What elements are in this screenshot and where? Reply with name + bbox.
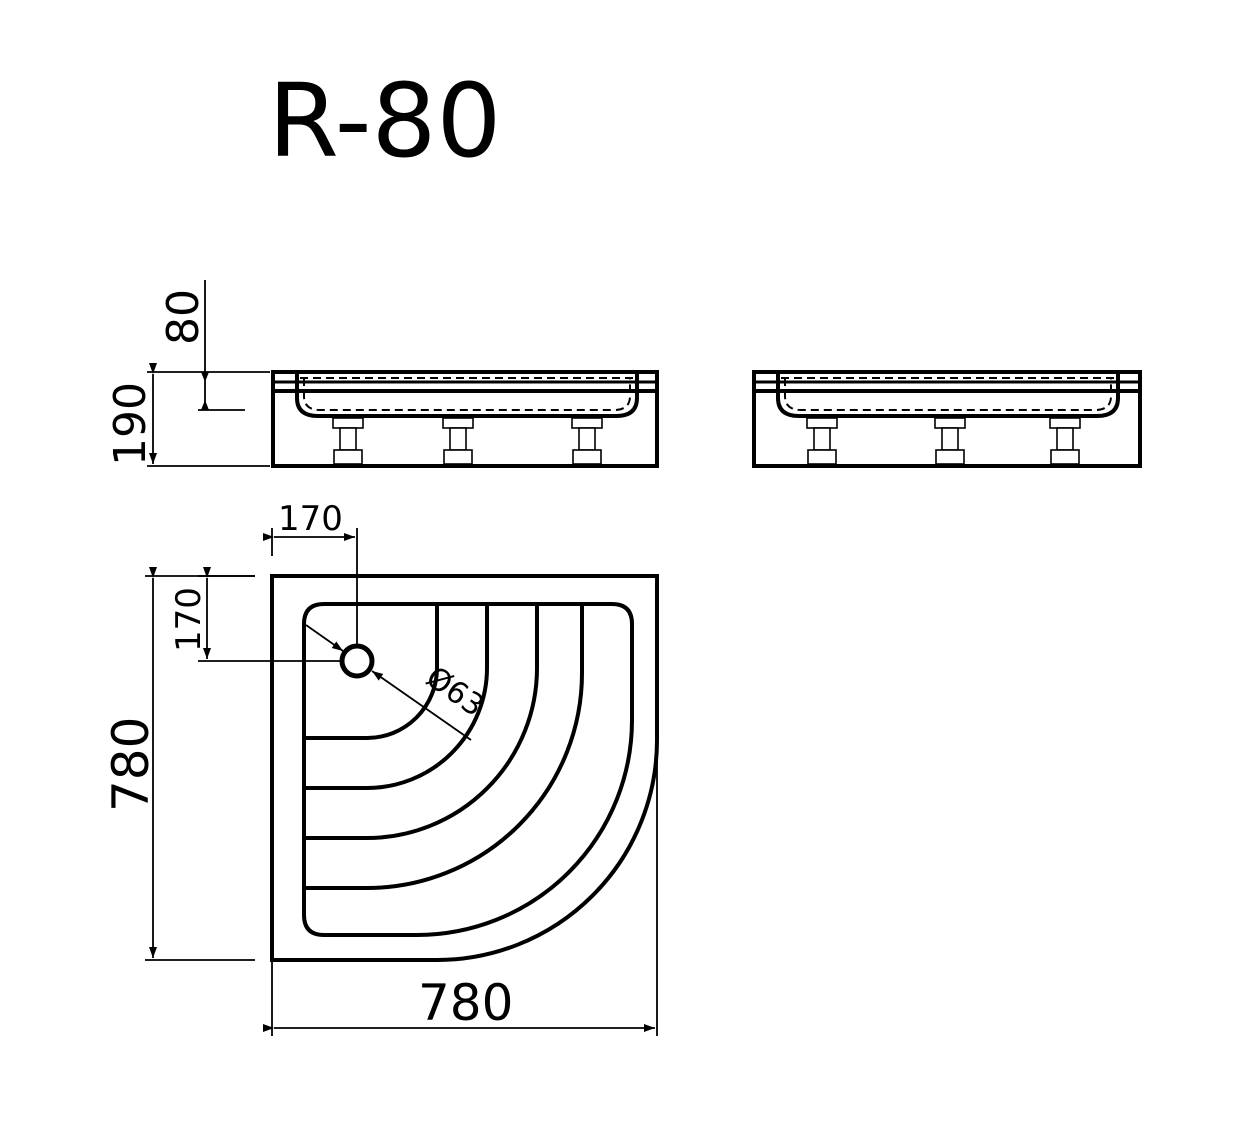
- side-basin-hidden-line: [784, 378, 1112, 411]
- model-title: R-80: [268, 62, 501, 181]
- leg: [571, 417, 603, 465]
- leg: [332, 417, 364, 465]
- side-elevation-view: [752, 370, 1142, 468]
- plan-rib-2: [304, 604, 489, 790]
- side-body-outline: [752, 370, 1142, 468]
- dim-diameter-arrow-in: [305, 624, 344, 652]
- front-support-legs: [332, 417, 603, 465]
- front-elevation-view: 190 80: [105, 280, 659, 468]
- leg: [442, 417, 474, 465]
- dim-80-arrow-bottom: [201, 400, 209, 410]
- side-basin-outline: [776, 372, 1120, 418]
- dim-170-top-label: 170: [278, 499, 343, 539]
- leg: [934, 417, 966, 465]
- drain-hole: [339, 643, 375, 679]
- dim-80-arrow-top: [201, 372, 209, 382]
- dim-780-bottom-label: 780: [418, 974, 513, 1032]
- plan-rib-4: [304, 604, 584, 890]
- side-support-legs: [806, 417, 1081, 465]
- leg: [806, 417, 838, 465]
- plan-rib-1: [304, 604, 439, 740]
- dim-170-left-label: 170: [169, 587, 209, 652]
- plan-view: Ø63 170 170 780 780: [102, 499, 659, 1036]
- plan-basin-outline: [302, 602, 634, 937]
- leg: [1049, 417, 1081, 465]
- dim-diameter-arrow-out: [371, 670, 472, 741]
- dim-80-label: 80: [158, 289, 209, 345]
- front-basin-hidden-line: [303, 378, 631, 411]
- front-body-outline: [271, 370, 659, 468]
- dim-780-left-label: 780: [102, 717, 160, 812]
- plan-outer-outline: [270, 574, 659, 962]
- plan-rib-3: [304, 604, 539, 840]
- dim-190-label: 190: [105, 382, 156, 466]
- front-basin-outline: [295, 372, 639, 418]
